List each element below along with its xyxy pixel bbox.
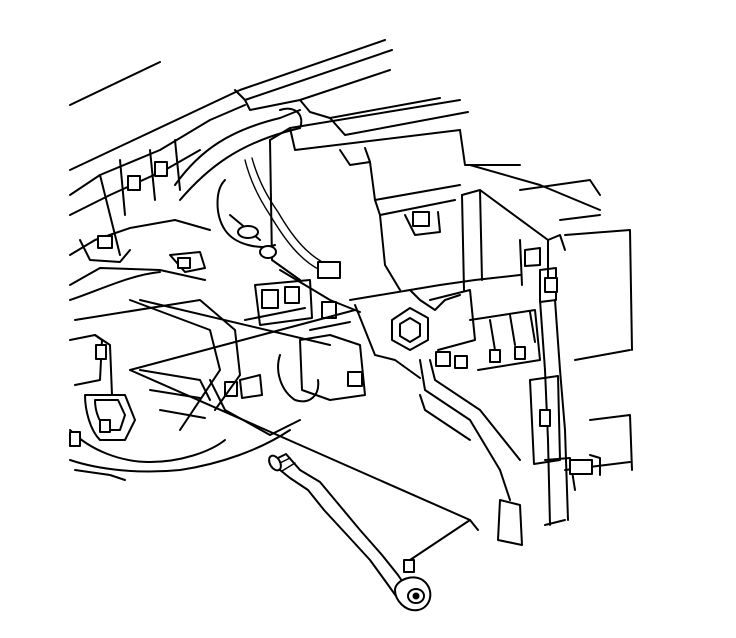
drain-hose: [268, 453, 432, 612]
support-frame-right: [419, 189, 601, 546]
instrument-panel-carrier: [69, 39, 469, 286]
exploded-view-guides: [129, 269, 479, 561]
lower-left-structure: [69, 299, 301, 481]
fasteners: [224, 279, 366, 403]
hvac-module-housing: [216, 99, 633, 471]
mounting-bracket: [349, 274, 541, 379]
